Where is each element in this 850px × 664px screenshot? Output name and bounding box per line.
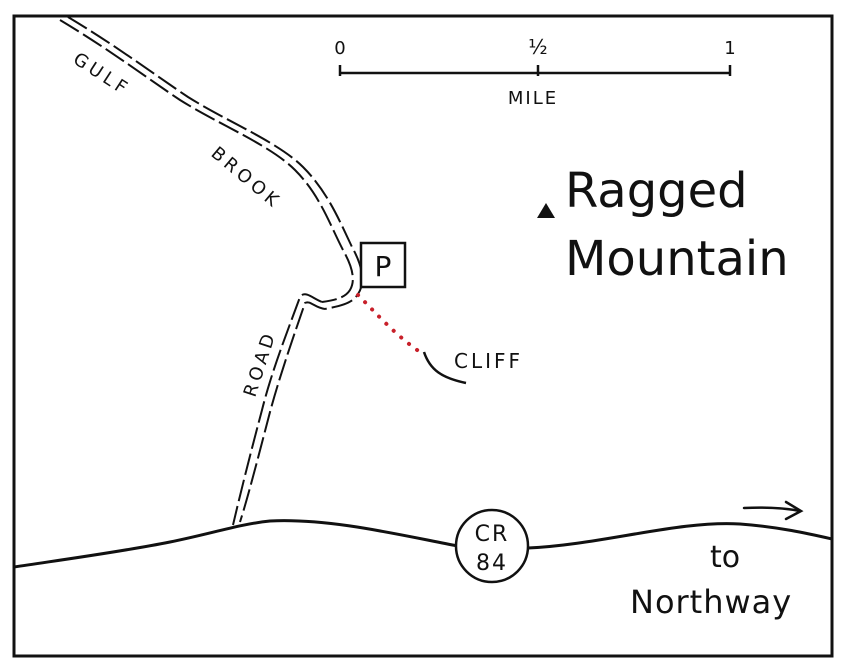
scale-bar: 0 ½ 1 MILE [334, 35, 735, 109]
road-spur [232, 293, 326, 526]
parking-box-icon: P [359, 241, 407, 289]
peak-name-line1: Ragged [565, 163, 748, 219]
scale-tick-1: 1 [724, 38, 735, 59]
peak-name-line2: Mountain [565, 231, 789, 287]
scale-tick-half: ½ [528, 35, 547, 59]
cliff-line [422, 351, 467, 385]
destination-line1: to [710, 540, 740, 575]
route-shield: CR 84 [454, 508, 530, 584]
trail-to-cliff [356, 293, 422, 354]
gulf-brook-road [59, 16, 364, 310]
county-road-84 [13, 519, 833, 569]
road-label-gulf: GULF [69, 49, 134, 101]
triangle-peak-icon [537, 203, 555, 218]
scale-unit: MILE [508, 88, 558, 109]
scale-tick-0: 0 [334, 38, 345, 59]
right-arrow-icon [742, 500, 804, 521]
destination-line2: Northway [630, 583, 792, 621]
route-shield-line1: CR [475, 522, 510, 547]
parking-label: P [375, 250, 392, 283]
map-border [12, 14, 834, 658]
cliff-label: CLIFF [454, 349, 523, 373]
route-shield-line2: 84 [476, 551, 508, 576]
